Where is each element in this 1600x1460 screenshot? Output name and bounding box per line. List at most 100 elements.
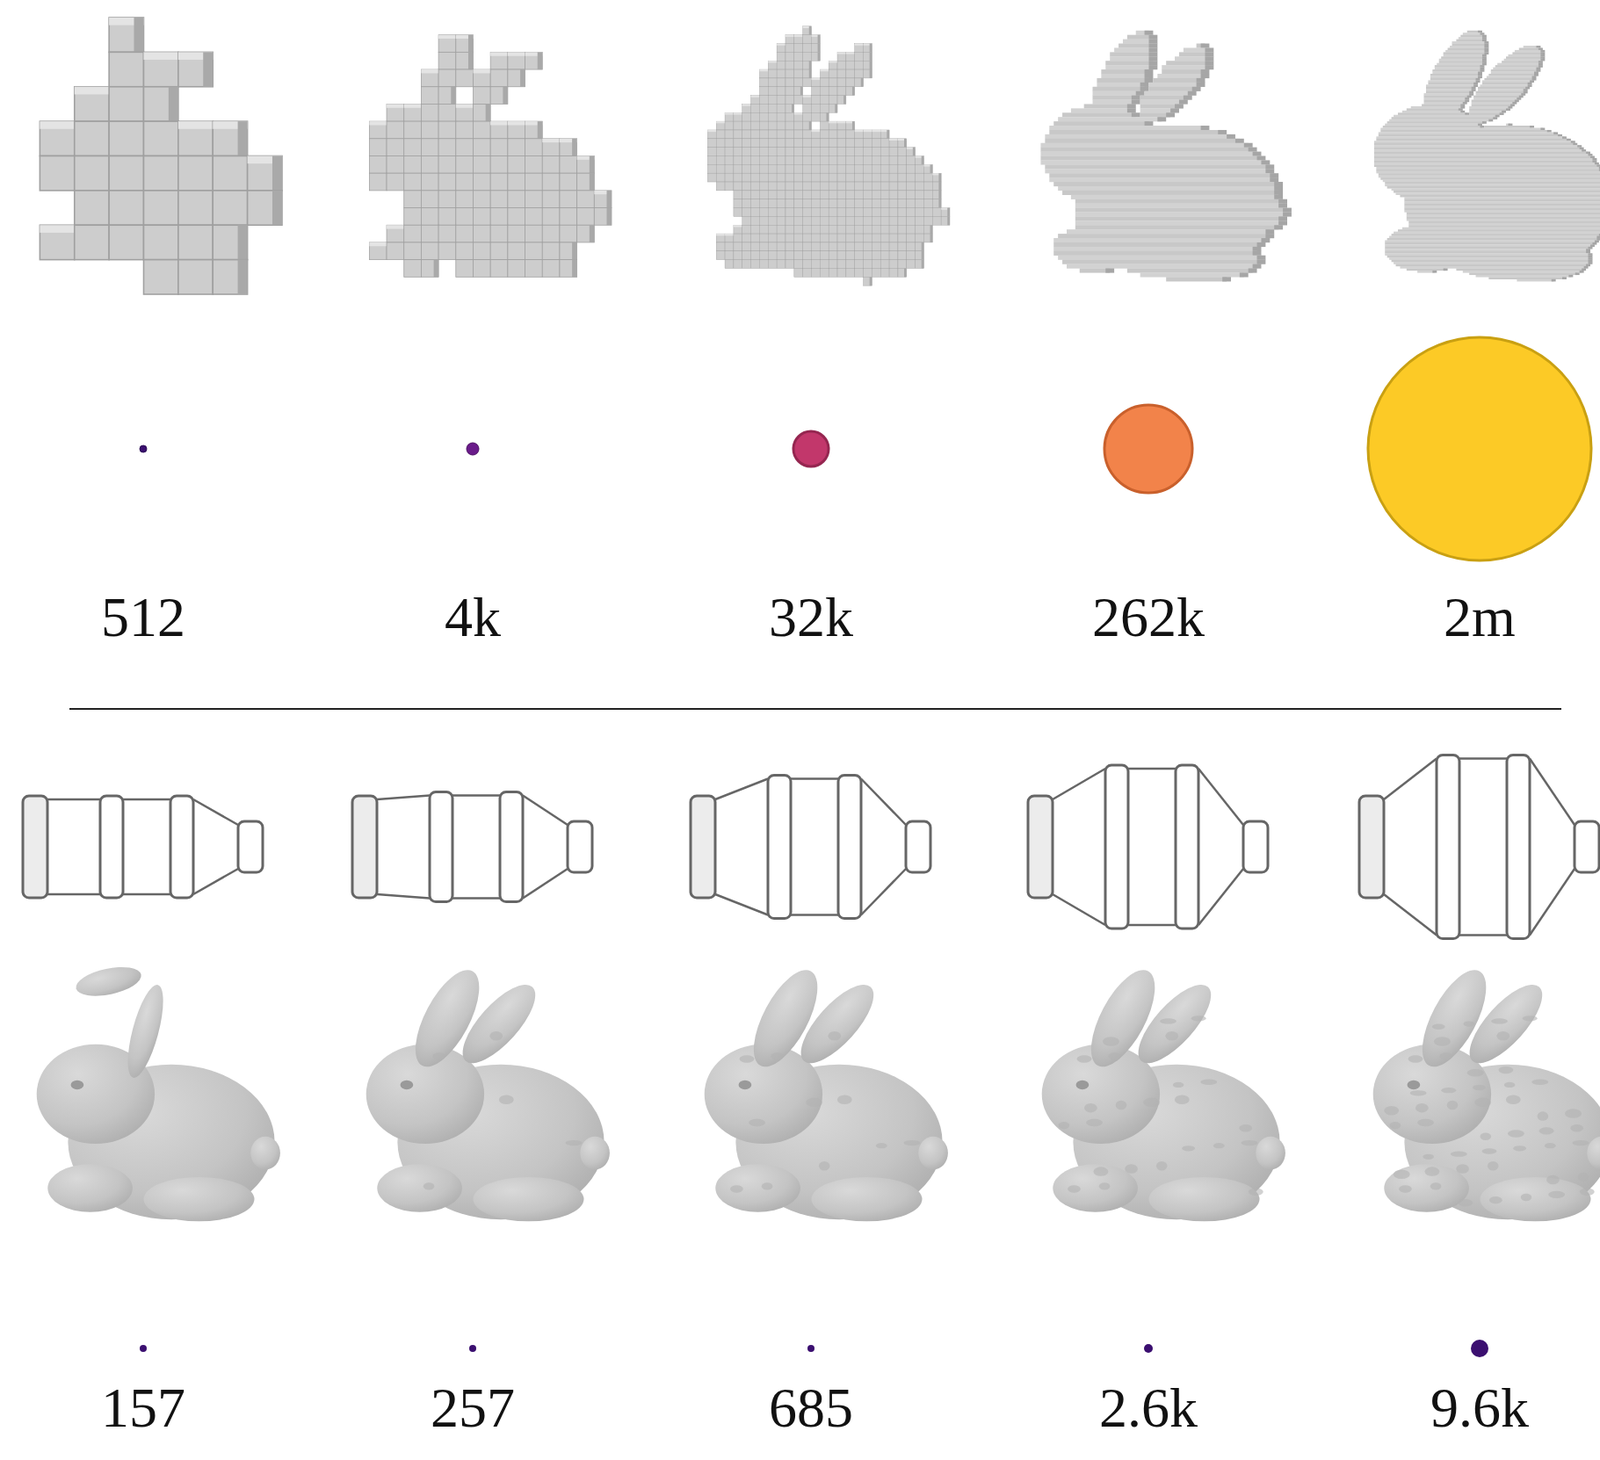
voxel-edge [1144,30,1154,36]
layer-link [715,779,768,801]
surface-detail [1513,1145,1527,1152]
voxel-edge [1594,162,1600,166]
voxel-edge [1196,78,1206,83]
voxel-edge [1482,36,1487,40]
voxel [794,181,804,191]
voxel [39,156,74,191]
voxel-edge [1592,159,1597,163]
voxel [811,95,821,105]
voxel-edge [1599,233,1600,237]
voxel-edge [1476,78,1481,81]
voxel-row [1391,188,1600,191]
voxel [751,190,761,200]
voxel [767,156,777,166]
voxel-edge [1149,51,1159,57]
voxel [507,156,526,174]
voxel [819,147,829,157]
voxel-row [1149,86,1197,92]
voxel [803,260,812,269]
voxel-side [809,69,812,79]
voxel [456,242,474,261]
voxel [871,181,881,191]
voxel-top [837,51,847,54]
voxel-row [1100,69,1149,74]
voxel [751,199,761,209]
voxel [438,103,457,122]
voxel [811,251,821,261]
voxel-row [1049,177,1275,182]
voxel [456,156,474,174]
label-holder: 4k [314,589,631,646]
voxel [767,147,777,157]
voxel [507,242,526,261]
voxel [420,138,439,157]
voxel-row [1140,100,1184,105]
voxel [369,156,387,174]
voxel-row [1434,65,1483,68]
network-layer [838,775,862,920]
voxel-bunny [707,26,950,286]
surface-detail [1564,1108,1582,1119]
network-layer [905,821,931,873]
voxel [733,260,743,269]
voxel-row [1109,56,1153,61]
network-diagram [352,792,593,903]
voxel [837,156,847,166]
voxel [785,190,795,200]
voxel [507,208,526,226]
voxel [854,190,864,200]
voxel [880,156,890,166]
bunny-body [704,961,949,1223]
voxel-row [1507,54,1543,58]
voxel [803,242,812,252]
voxel-edge [1584,266,1589,269]
voxel [803,69,812,79]
voxel [473,121,492,139]
voxel-edge [1278,203,1288,209]
voxel [724,130,734,139]
voxel [733,224,743,234]
voxel-edge [1274,186,1283,191]
voxel [819,208,829,218]
voxel-row [1458,36,1485,40]
voxel-row [1469,108,1508,111]
voxel [767,69,777,79]
voxel [751,164,761,174]
network-layer [499,792,523,903]
surface-detail [1482,1148,1498,1154]
voxel-row [1469,110,1504,114]
voxel [794,173,804,182]
voxel-edge [1183,95,1193,101]
voxel [525,224,543,243]
voxel [889,147,898,157]
voxel-row [1426,91,1472,95]
voxel [863,43,873,53]
voxel-edge [1588,153,1593,157]
voxel [507,190,526,209]
voxel-row [1501,60,1541,64]
voxel-edge [1505,108,1511,111]
voxel-top [854,130,864,132]
voxel [932,216,942,225]
voxel [490,190,508,209]
voxel-row [1109,51,1153,57]
voxel-edge [1469,91,1474,95]
voxel-side [904,267,907,277]
voxel [811,78,821,87]
parameter-count: 262k [1092,589,1205,646]
voxel [751,138,761,148]
voxel-edge [1535,67,1541,71]
voxel [759,233,768,243]
voxel-top [759,69,768,72]
voxel-edge [1529,125,1535,129]
bunny-eye [738,1080,753,1091]
surface-detail [1447,1100,1459,1111]
voxel [846,164,855,174]
voxel [915,199,925,209]
voxel [776,78,786,87]
voxel-top [837,121,847,124]
voxel-side [938,181,942,191]
layer-link [861,868,906,916]
voxel-side [947,208,950,218]
surface-detail [1570,1124,1584,1132]
